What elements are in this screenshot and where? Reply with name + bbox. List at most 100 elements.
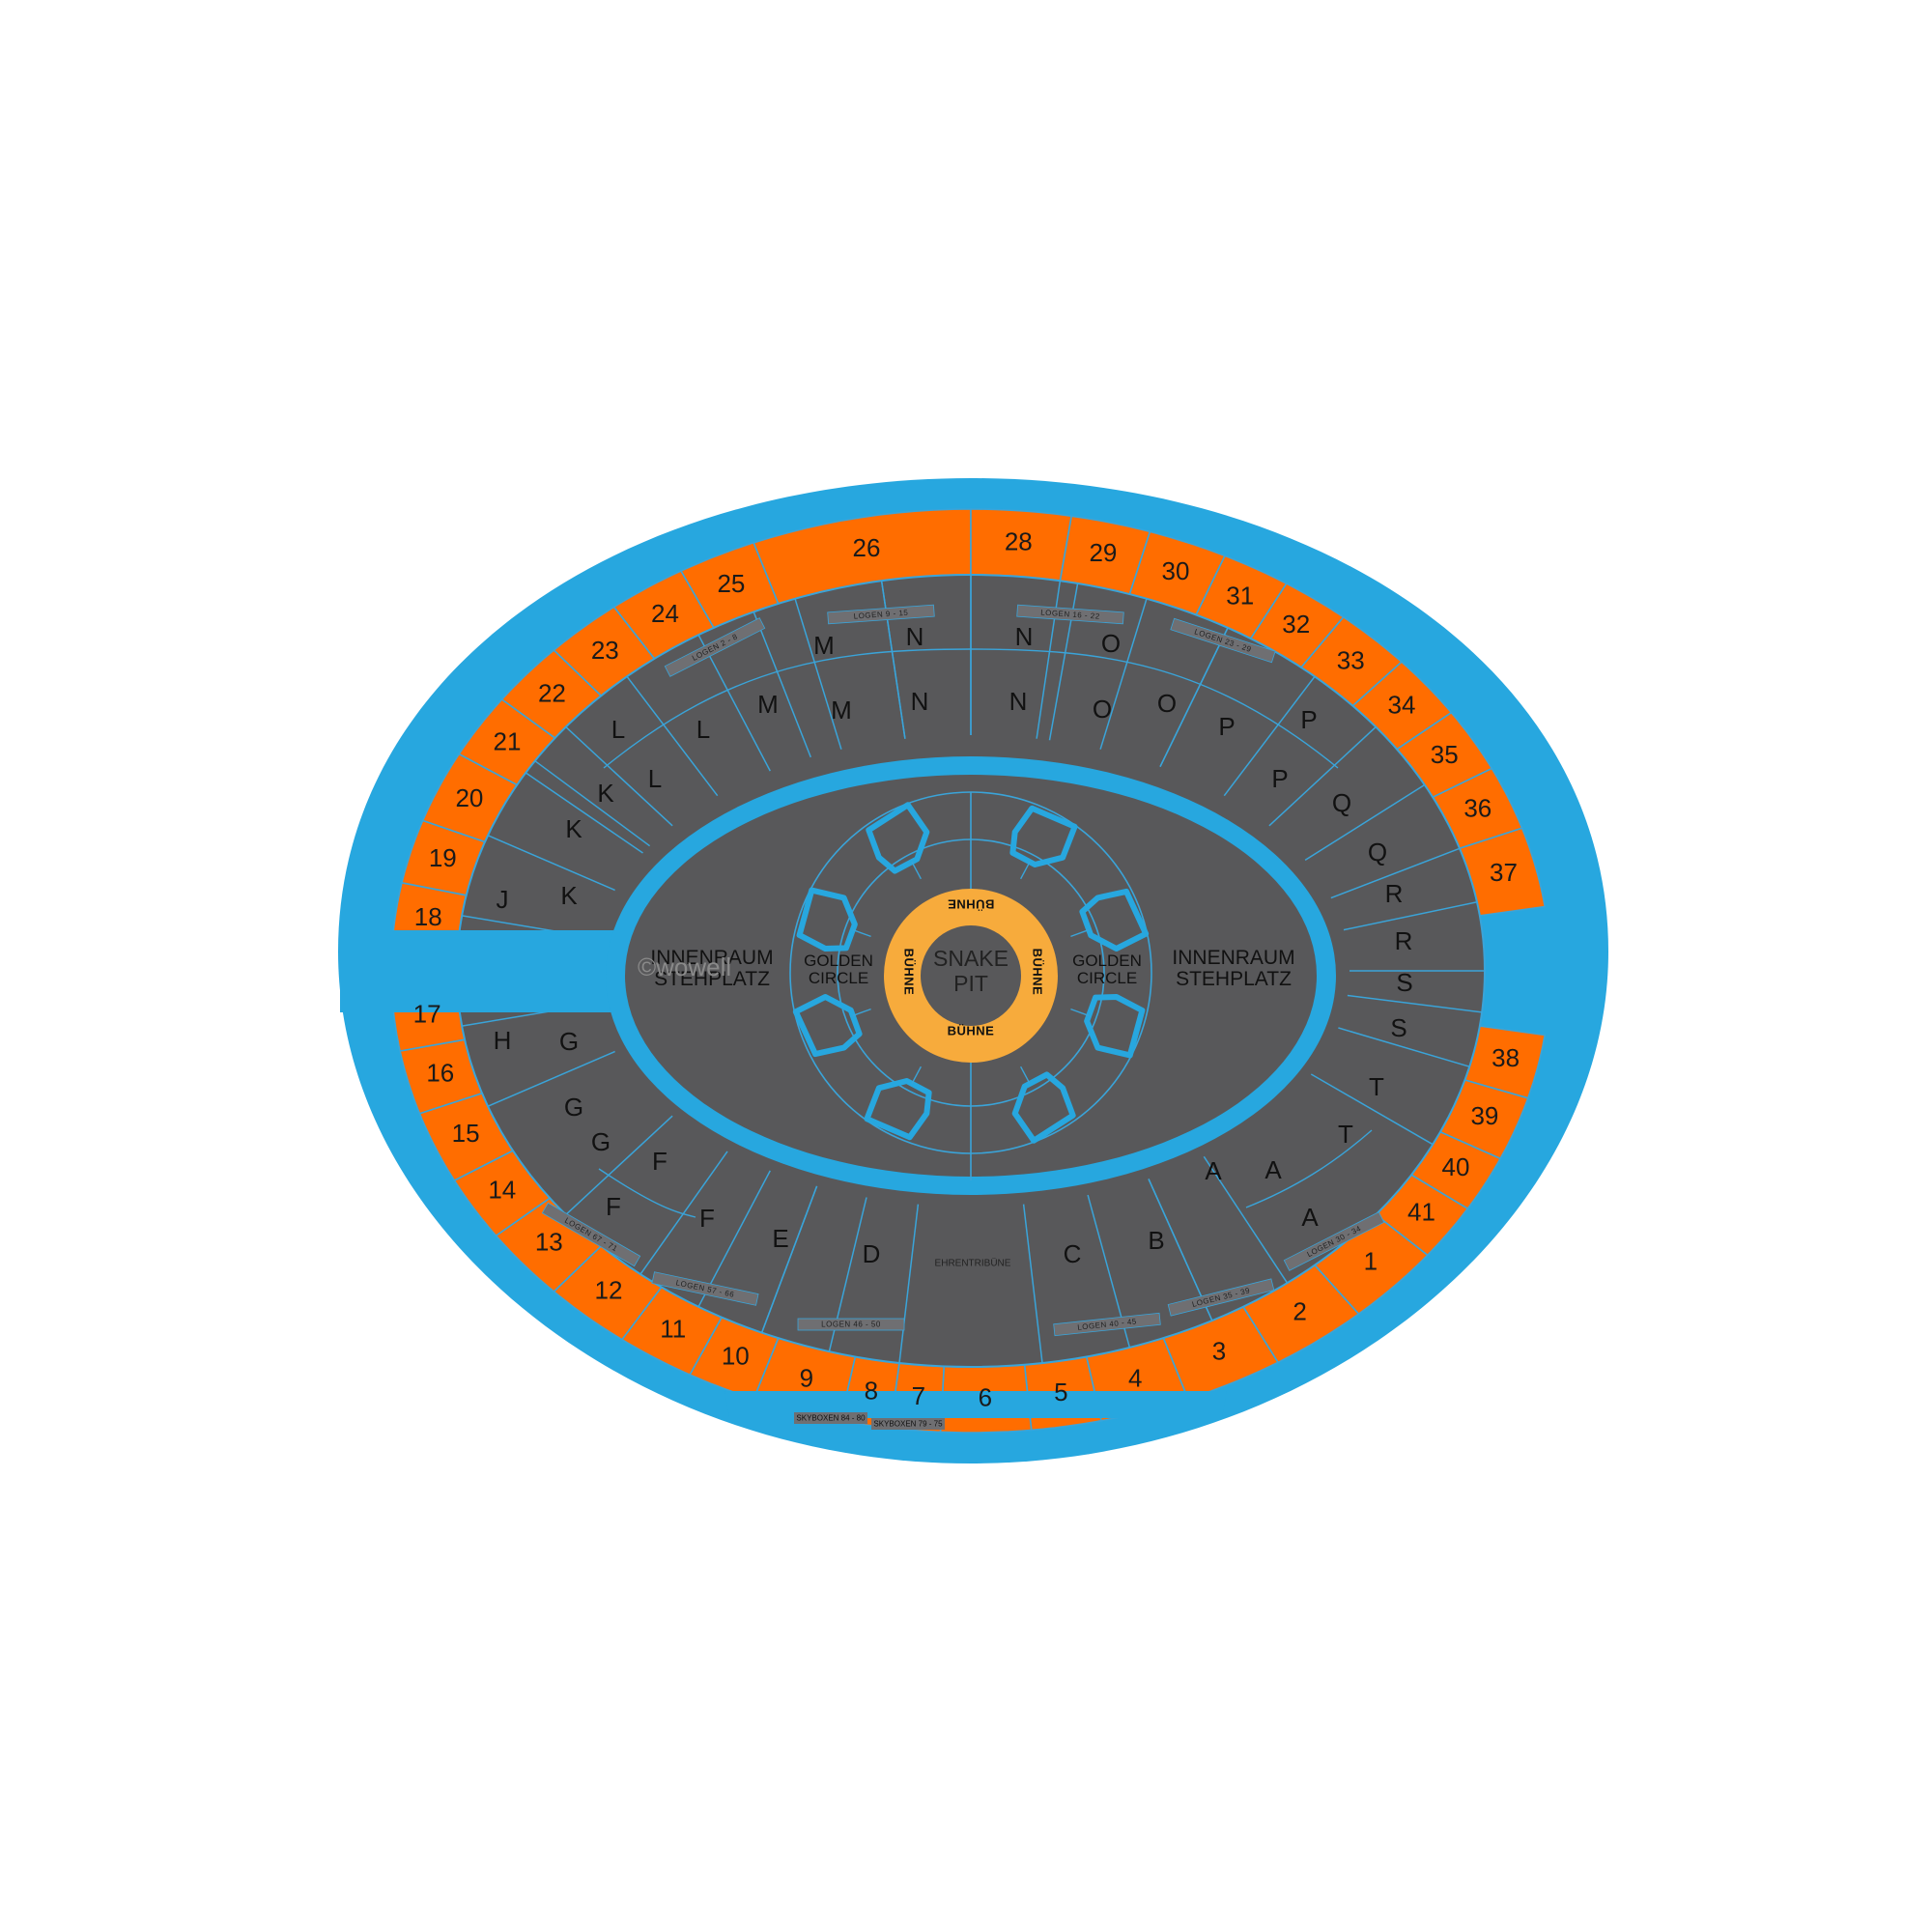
- lower-section-j[interactable]: J: [497, 885, 509, 914]
- lower-section-e[interactable]: E: [772, 1224, 788, 1253]
- lower-section-n4[interactable]: N: [1015, 622, 1034, 651]
- lower-section-s1[interactable]: S: [1396, 968, 1412, 997]
- lower-inner-row-arc-bottom: [598, 1168, 696, 1218]
- lower-section-n3[interactable]: N: [906, 622, 924, 651]
- lower-section-a3[interactable]: A: [1301, 1203, 1319, 1232]
- lower-section-l1[interactable]: L: [648, 764, 662, 793]
- satellite-stage[interactable]: [864, 1054, 945, 1143]
- lower-section-f2[interactable]: F: [606, 1192, 621, 1221]
- lower-section-d[interactable]: D: [863, 1239, 881, 1268]
- satellite-stage[interactable]: [997, 1054, 1078, 1144]
- lower-section-p1[interactable]: P: [1218, 712, 1235, 741]
- lower-section-r1[interactable]: R: [1385, 879, 1404, 908]
- innenraum-left-label: INNENRAUM: [650, 947, 773, 969]
- lower-inner-row-arc-top: [603, 648, 1339, 769]
- loge-box: [797, 1318, 905, 1331]
- lower-section-t1[interactable]: T: [1369, 1072, 1384, 1101]
- satellite-stage[interactable]: [864, 802, 945, 892]
- lower-section-p3[interactable]: P: [1300, 705, 1317, 734]
- lower-section-divider: [1159, 627, 1229, 768]
- satellite-stage[interactable]: [794, 887, 880, 962]
- lower-section-r2[interactable]: R: [1395, 926, 1413, 955]
- loge-logen-16-22[interactable]: LOGEN 16 - 22: [1016, 604, 1124, 625]
- lower-section-p2[interactable]: P: [1271, 764, 1288, 793]
- lower-section-divider: [534, 760, 651, 847]
- upper-section-label: 15: [452, 1119, 480, 1148]
- lower-section-f1[interactable]: F: [652, 1147, 668, 1176]
- satellite-stage[interactable]: [1062, 887, 1150, 962]
- skybox-box: [871, 1418, 945, 1430]
- lower-section-o3[interactable]: O: [1101, 629, 1121, 658]
- lower-section-g3[interactable]: G: [591, 1127, 611, 1156]
- lower-section-k3[interactable]: K: [597, 779, 614, 808]
- upper-section-label: 19: [429, 843, 457, 872]
- loge-box: [664, 617, 766, 677]
- lower-section-a2[interactable]: A: [1264, 1155, 1282, 1184]
- lower-section-divider: [1203, 1155, 1289, 1284]
- ehrentribune-label: EHRENTRIBÜNE: [935, 1258, 1011, 1269]
- lower-section-divider: [1338, 1027, 1470, 1067]
- satellite-stage[interactable]: [1062, 983, 1148, 1059]
- stage-label-bottom: BÜHNE: [948, 1023, 995, 1037]
- lower-section-m2[interactable]: M: [831, 696, 852, 724]
- lower-section-n1[interactable]: N: [911, 687, 929, 716]
- satellite-stage-outline: [864, 1077, 932, 1141]
- golden-circle-right-label: CIRCLE: [1077, 969, 1137, 987]
- upper-section-label: 16: [426, 1058, 454, 1087]
- upper-section-label: 37: [1490, 858, 1518, 887]
- lower-section-b[interactable]: B: [1148, 1226, 1164, 1255]
- loge-logen-40-45[interactable]: LOGEN 40 - 45: [1053, 1312, 1161, 1337]
- lower-section-o1[interactable]: O: [1093, 695, 1112, 724]
- upper-section-label: 23: [591, 636, 619, 665]
- upper-section-label: 20: [455, 783, 483, 812]
- lower-section-m3[interactable]: M: [813, 631, 835, 660]
- lower-section-g1[interactable]: G: [559, 1027, 579, 1056]
- upper-section-label: 38: [1492, 1043, 1520, 1072]
- skybox-skyboxen-79-75[interactable]: SKYBOXEN 79 - 75: [871, 1418, 945, 1430]
- lower-section-n2[interactable]: N: [1009, 687, 1028, 716]
- upper-section-label: 40: [1442, 1152, 1470, 1181]
- lower-section-c[interactable]: C: [1064, 1239, 1082, 1268]
- loge-box: [1170, 617, 1276, 664]
- upper-section-label: 14: [488, 1176, 516, 1205]
- lower-section-divider: [626, 675, 719, 797]
- upper-section-label: 22: [538, 678, 566, 707]
- satellite-stage[interactable]: [997, 803, 1078, 892]
- lower-section-t2[interactable]: T: [1338, 1120, 1353, 1149]
- loge-box: [1016, 604, 1124, 625]
- lower-section-k1[interactable]: K: [560, 881, 578, 910]
- lower-section-divider: [565, 726, 673, 827]
- lower-section-divider: [525, 772, 643, 854]
- lower-section-o2[interactable]: O: [1157, 689, 1177, 718]
- loge-logen-46-50[interactable]: LOGEN 46 - 50: [797, 1318, 905, 1331]
- upper-section-label: 33: [1337, 645, 1365, 674]
- loge-box: [651, 1271, 759, 1306]
- lower-section-q2[interactable]: Q: [1368, 838, 1387, 867]
- lower-section-divider: [1330, 847, 1461, 899]
- lower-section-divider: [898, 1204, 920, 1364]
- skybox-skyboxen-84-80[interactable]: SKYBOXEN 84 - 80: [794, 1412, 867, 1424]
- lower-section-s2[interactable]: S: [1390, 1013, 1406, 1042]
- upper-section-label: 2: [1293, 1296, 1306, 1325]
- upper-section-label: 32: [1282, 610, 1310, 639]
- lower-section-a1[interactable]: A: [1205, 1156, 1222, 1185]
- lower-section-h[interactable]: H: [494, 1026, 512, 1055]
- upper-section-label: 3: [1212, 1336, 1226, 1365]
- snake-pit[interactable]: [921, 925, 1021, 1026]
- lower-section-f3[interactable]: F: [699, 1204, 715, 1233]
- upper-section-label: 41: [1407, 1197, 1435, 1226]
- lower-section-l2[interactable]: L: [696, 715, 710, 744]
- lower-section-g2[interactable]: G: [564, 1093, 583, 1122]
- lower-section-l3[interactable]: L: [611, 715, 625, 744]
- satellite-stage-walkway: [1070, 1008, 1090, 1017]
- satellite-stage[interactable]: [792, 983, 880, 1059]
- lower-section-divider: [760, 1185, 818, 1333]
- lower-section-q1[interactable]: Q: [1332, 788, 1351, 817]
- loge-box: [1167, 1278, 1275, 1317]
- lower-section-k2[interactable]: K: [565, 814, 582, 843]
- upper-section-label: 10: [722, 1342, 750, 1371]
- loge-logen-9-15[interactable]: LOGEN 9 - 15: [827, 604, 935, 625]
- lower-section-m1[interactable]: M: [757, 690, 779, 719]
- satellite-stages: [792, 802, 1150, 1144]
